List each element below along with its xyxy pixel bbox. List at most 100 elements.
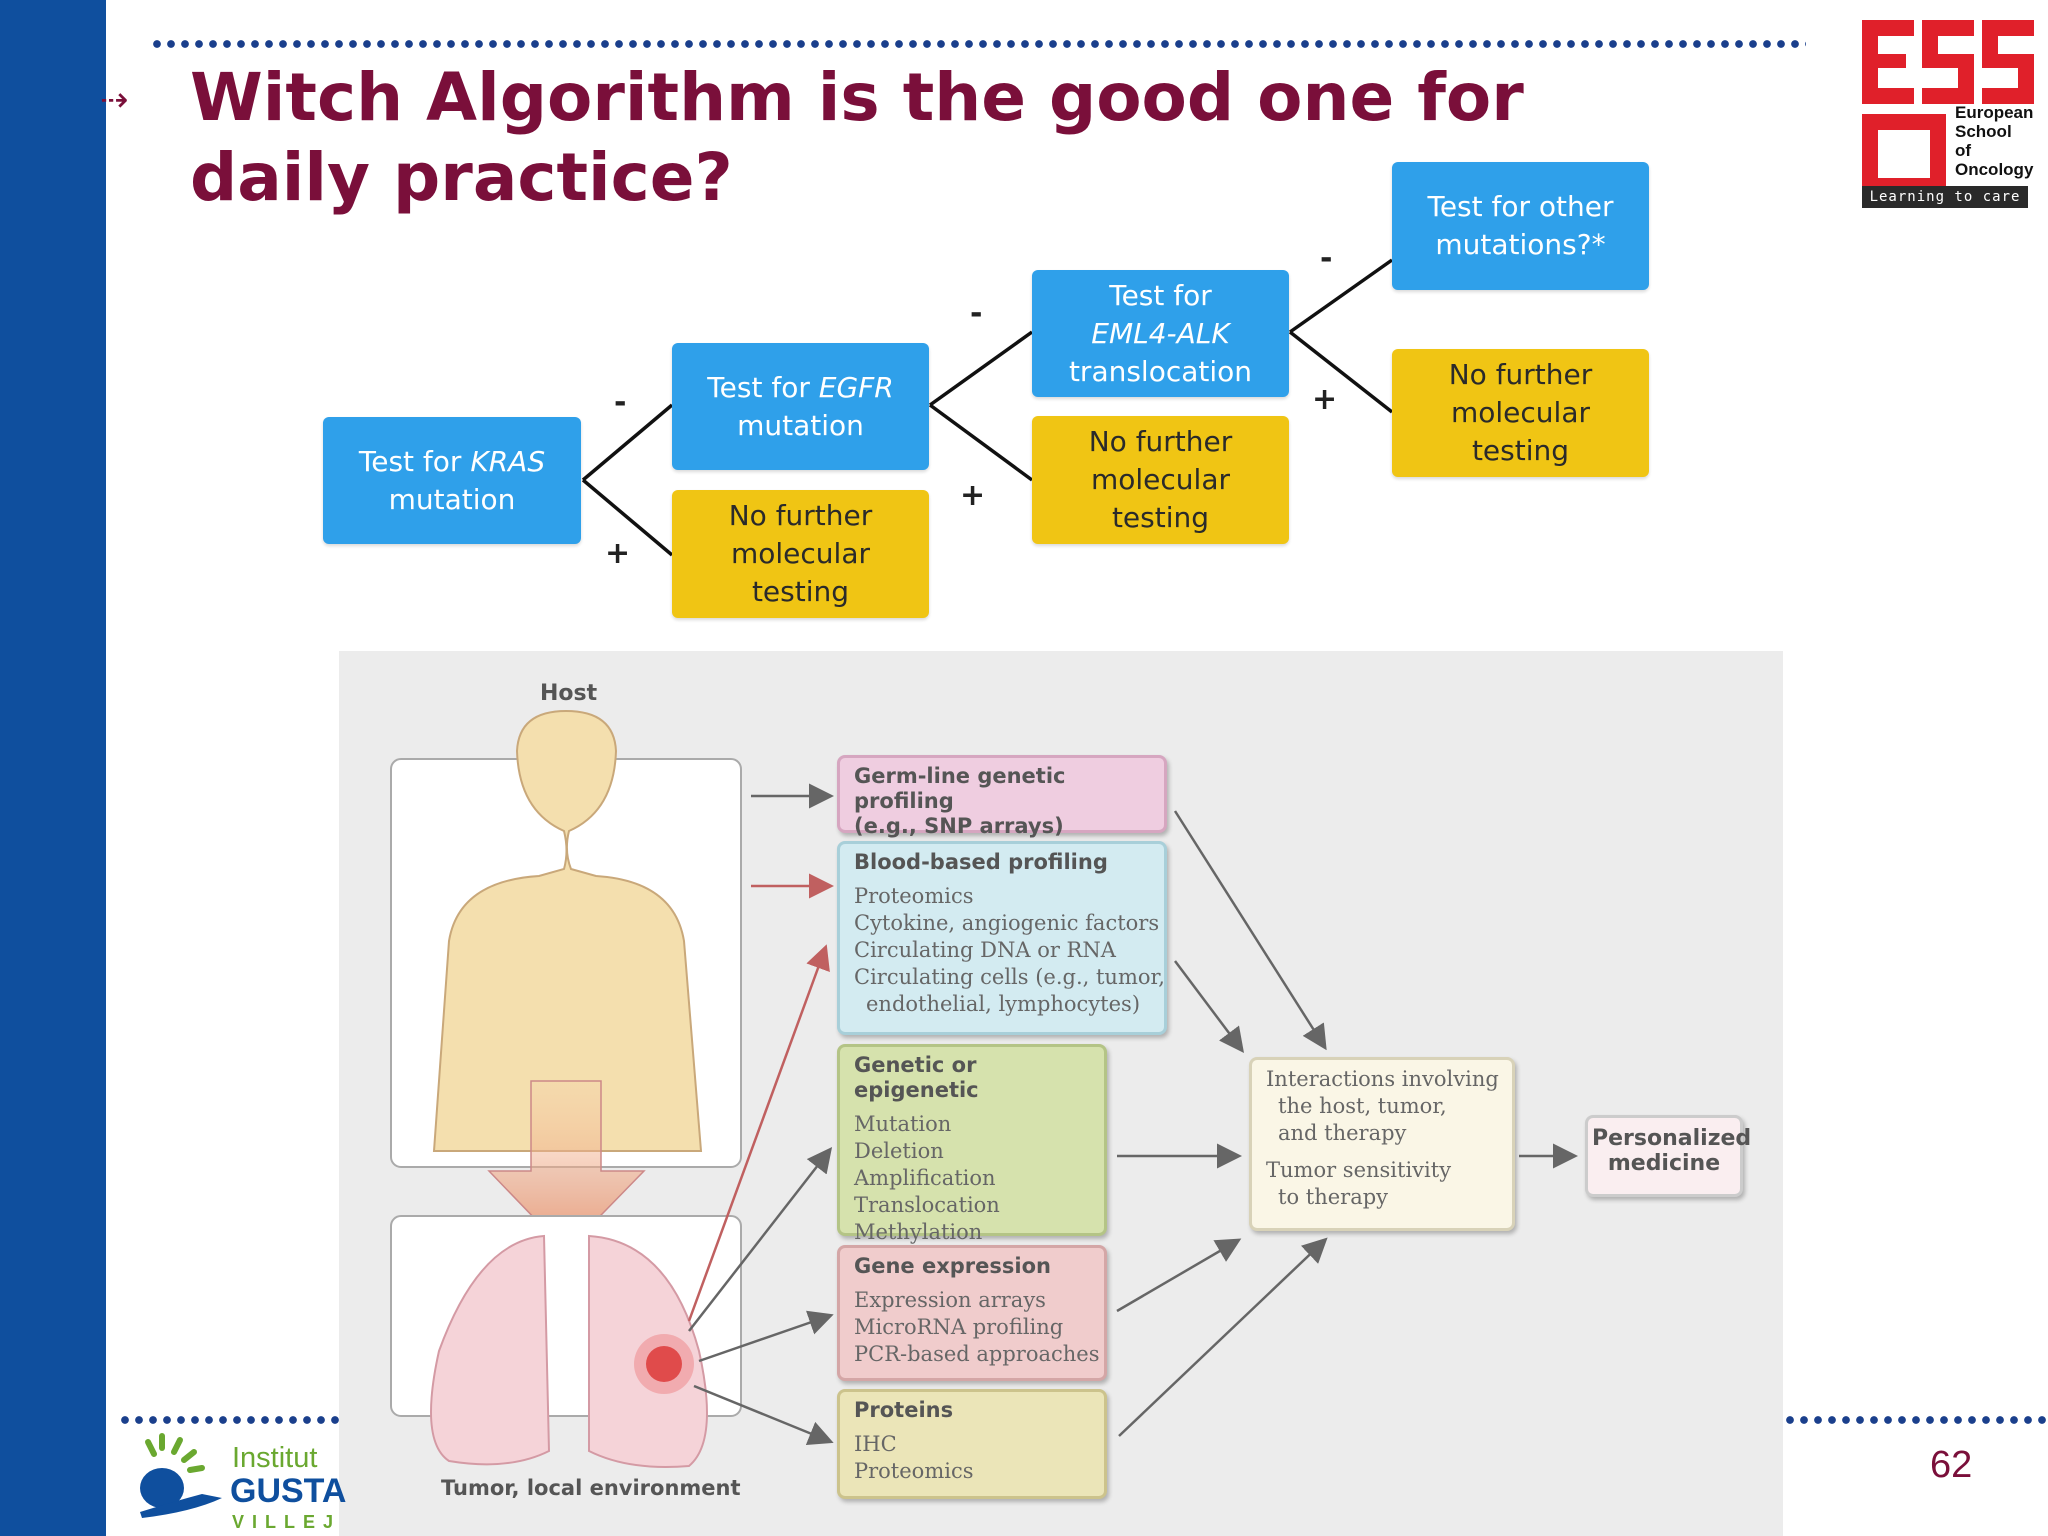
eso-tagline: Learning to care <box>1862 186 2028 208</box>
genetic-item: Deletion <box>854 1139 944 1163</box>
blood-profiling-box: Blood-based profiling Proteomics Cytokin… <box>837 841 1167 1035</box>
kras-to-nofurther-line <box>581 478 674 557</box>
page-number: 62 <box>1930 1444 1973 1486</box>
nofurther-line-2: molecular <box>1450 396 1590 429</box>
egfr-gene: EGFR <box>818 370 894 404</box>
personalized-medicine-box: Personalized medicine <box>1585 1115 1752 1197</box>
expression-title: Gene expression <box>854 1254 1051 1278</box>
blood-item: endothelial, lymphocytes) <box>866 992 1141 1016</box>
title-bullet-arrow-icon: ⇢ <box>100 80 129 120</box>
nofurther-line-1: No further <box>1088 425 1233 458</box>
gene-expression-box: Gene expression Expression arrays MicroR… <box>837 1245 1107 1381</box>
germline-profiling-box: Germ-line genetic profiling (e.g., SNP a… <box>837 755 1167 838</box>
arrow-tumor-to-genetic <box>688 1147 833 1332</box>
personalized-line-2: medicine <box>1607 1151 1721 1176</box>
downward-arrow-illustration <box>487 1080 646 1253</box>
other-mutations-test-box: Test for other mutations?* <box>1392 162 1649 290</box>
egfr-test-box: Test for EGFR mutation <box>672 343 929 470</box>
other-line-1: Test for other <box>1427 190 1614 223</box>
right-lung-illustration <box>588 1234 708 1468</box>
bottom-right-dotted-rule <box>1783 1416 2048 1424</box>
nofurther-line-1: No further <box>728 499 873 532</box>
tumor-halo <box>634 1334 694 1394</box>
arrow-expression-to-interactions <box>1116 1238 1242 1313</box>
kras-to-egfr-line <box>581 403 674 482</box>
alk-test-box: Test for EML4-ALK translocation <box>1032 270 1289 397</box>
blood-item: Cytokine, angiogenic factors <box>854 911 1160 935</box>
institut-text-line2: GUSTA <box>230 1472 347 1510</box>
arrow-tumor-to-blood <box>687 944 830 1322</box>
alk-pre: Test for <box>1109 278 1212 312</box>
human-torso-illustration <box>432 709 703 1152</box>
no-further-testing-box-alk: No further molecular testing <box>1392 349 1649 477</box>
institut-text-line1: Institut <box>232 1442 318 1474</box>
interactions-item: Tumor sensitivity <box>1266 1158 1452 1182</box>
kras-pre: Test for <box>358 444 471 478</box>
blood-item: Circulating DNA or RNA <box>854 938 1116 962</box>
minus-sign-egfr: - <box>970 296 983 331</box>
interactions-item: to therapy <box>1278 1185 1389 1209</box>
left-sidebar-band <box>0 0 106 1536</box>
tumor-spot <box>646 1346 682 1382</box>
arrow-proteins-to-interactions <box>1118 1237 1328 1437</box>
alk-gene: EML4-ALK <box>1091 316 1230 350</box>
alk-post: translocation <box>1068 354 1253 388</box>
nofurther-line-3: testing <box>751 575 850 608</box>
eso-logo-text: European School of Oncology <box>1955 103 2033 179</box>
eso-line-1: European <box>1955 103 2034 122</box>
alk-to-other-line <box>1288 258 1394 334</box>
proteins-item: Proteomics <box>854 1459 974 1483</box>
expression-item: Expression arrays <box>854 1288 1046 1312</box>
eso-line-3: of <box>1955 141 1972 160</box>
kras-post: mutation <box>388 482 516 516</box>
left-lung-illustration <box>430 1234 551 1466</box>
egfr-to-nofurther-line <box>928 403 1034 482</box>
genetic-item: Amplification <box>854 1166 996 1190</box>
alk-to-nofurther-line <box>1288 330 1394 414</box>
plus-sign-alk: + <box>1312 382 1338 417</box>
arrow-tumor-to-proteins <box>693 1384 834 1446</box>
arrow-tumor-to-expression <box>698 1310 834 1363</box>
kras-test-box: Test for KRAS mutation <box>323 417 581 544</box>
institut-text-line3: VILLEJ <box>232 1512 342 1532</box>
arrow-blood-to-interactions <box>1174 960 1244 1053</box>
plus-sign-kras: + <box>605 536 631 571</box>
interactions-item: Interactions involving <box>1266 1067 1499 1091</box>
nofurther-line-3: testing <box>1471 434 1570 467</box>
top-dotted-rule <box>150 40 1806 48</box>
blood-item: Circulating cells (e.g., tumor, <box>854 965 1165 989</box>
personalized-line-1: Personalized <box>1592 1126 1752 1151</box>
personalized-medicine-figure: Host Tumor, local environment Germ-line … <box>339 651 1783 1536</box>
proteins-item: IHC <box>854 1432 897 1456</box>
flowchart-connectors <box>581 258 1394 557</box>
interactions-box: Interactions involving the host, tumor, … <box>1249 1057 1515 1231</box>
genetic-item: Mutation <box>854 1112 952 1136</box>
arrow-germline-to-interactions <box>1173 810 1327 1051</box>
nofurther-line-2: molecular <box>1090 463 1230 496</box>
germline-title: Germ-line genetic profiling <box>854 764 1066 813</box>
blood-item: Proteomics <box>854 884 974 908</box>
egfr-pre: Test for <box>707 370 819 404</box>
interactions-item: the host, tumor, <box>1278 1094 1447 1118</box>
figure-illustration <box>390 709 1578 1468</box>
proteins-title: Proteins <box>854 1398 954 1422</box>
minus-sign-alk: - <box>1320 241 1333 276</box>
institut-logo-mark <box>140 1433 222 1518</box>
minus-sign-kras: - <box>614 385 627 420</box>
egfr-to-alk-line <box>928 330 1034 407</box>
eso-line-2: School <box>1955 122 2012 141</box>
genetic-item: Translocation <box>854 1193 1000 1217</box>
tumor-label: Tumor, local environment <box>441 1476 741 1500</box>
germline-sub: (e.g., SNP arrays) <box>854 814 1064 838</box>
blood-title: Blood-based profiling <box>854 850 1108 874</box>
nofurther-line-3: testing <box>1111 501 1210 534</box>
slide-title: Witch Algorithm is the good one for dail… <box>190 59 1524 216</box>
expression-item: PCR-based approaches <box>854 1342 1100 1366</box>
kras-gene: KRAS <box>470 444 546 478</box>
plus-sign-egfr: + <box>960 478 986 513</box>
no-further-testing-box-egfr: No further molecular testing <box>1032 416 1289 544</box>
eso-line-4: Oncology <box>1955 160 2034 179</box>
expression-item: MicroRNA profiling <box>854 1315 1064 1339</box>
host-label: Host <box>540 681 598 706</box>
genetic-title: Genetic or epigenetic <box>854 1053 979 1102</box>
